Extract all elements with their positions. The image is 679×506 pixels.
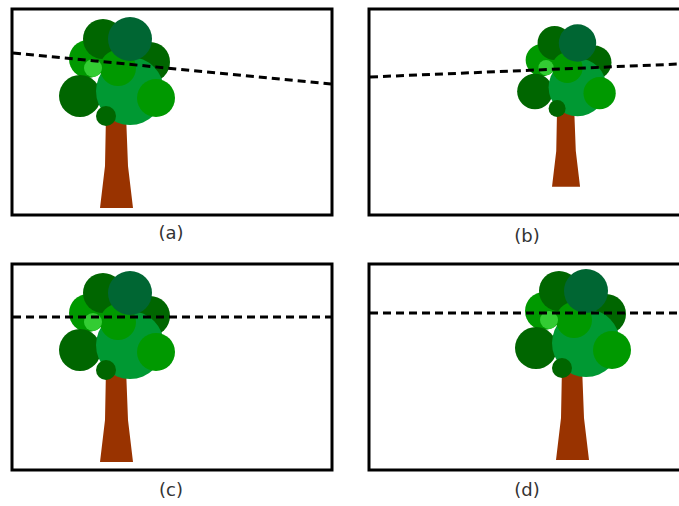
horizon-line	[370, 312, 679, 315]
tree	[59, 271, 175, 462]
tree	[515, 269, 631, 460]
panel-frame	[12, 9, 332, 215]
horizon-line	[13, 316, 331, 319]
tree	[59, 17, 175, 208]
horizon-line	[13, 53, 331, 84]
panel-label: (b)	[514, 225, 539, 247]
panel-label: (a)	[158, 222, 183, 244]
panel-label: (c)	[159, 479, 183, 501]
panel-label: (d)	[514, 479, 539, 501]
tree	[517, 24, 616, 186]
panel-frame	[369, 9, 679, 215]
panel-frame	[12, 264, 332, 470]
horizon-line	[370, 64, 679, 77]
panel-frame	[369, 264, 679, 470]
